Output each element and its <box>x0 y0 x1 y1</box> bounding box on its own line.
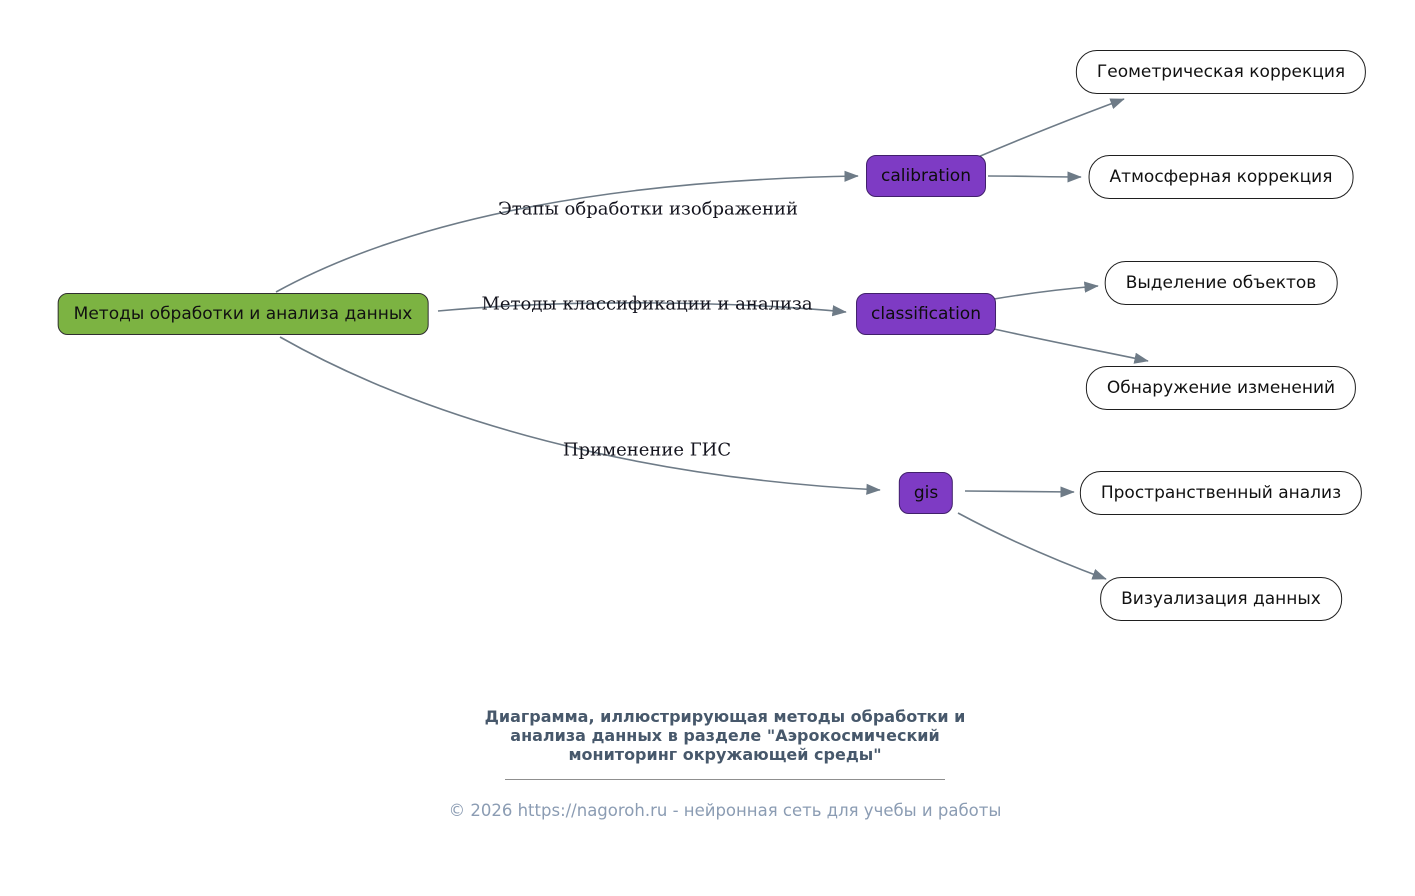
edge-classification-objects <box>993 281 1099 300</box>
edge-calibration-geometric <box>977 98 1125 158</box>
edge-gis-visualization <box>957 512 1107 580</box>
caption-line-1: Диаграмма, иллюстрирующая методы обработ… <box>484 707 966 726</box>
leaf-node-spatial-analysis: Пространственный анализ <box>1079 471 1363 515</box>
leaf-node-atmospheric-correction: Атмосферная коррекция <box>1088 155 1354 199</box>
caption-line-3: мониторинг окружающей среды" <box>568 744 882 764</box>
edge-label-gis-application: Применение ГИС <box>562 439 732 461</box>
edge-root-calibration <box>275 170 859 293</box>
edge-label-image-processing-stages: Этапы обработки изображений <box>498 198 798 220</box>
leaf-node-data-visualization: Визуализация данных <box>1100 577 1342 621</box>
branch-node-classification: classification <box>856 293 996 335</box>
leaf-node-change-detection: Обнаружение изменений <box>1085 366 1357 410</box>
caption-line-2: анализа данных в разделе "Аэрокосмически… <box>510 725 940 745</box>
leaf-node-object-extraction: Выделение объектов <box>1104 261 1338 305</box>
edge-gis-spatial <box>964 486 1075 498</box>
footer-divider <box>505 779 945 780</box>
edge-root-gis <box>279 336 881 495</box>
diagram-caption: Диаграмма, иллюстрирующая методы обработ… <box>484 707 966 765</box>
edge-label-classification-methods: Методы классификации и анализа <box>481 293 813 315</box>
branch-node-calibration: calibration <box>866 155 986 197</box>
root-node: Методы обработки и анализа данных <box>57 293 429 335</box>
copyright-text: © 2026 https://nagoroh.ru - нейронная се… <box>448 801 1002 820</box>
leaf-node-geometric-correction: Геометрическая коррекция <box>1075 50 1367 94</box>
branch-node-gis: gis <box>898 472 954 514</box>
edge-classification-changes <box>993 328 1149 364</box>
edge-calibration-atmospheric <box>987 171 1082 183</box>
edge-root-classification <box>437 302 847 317</box>
